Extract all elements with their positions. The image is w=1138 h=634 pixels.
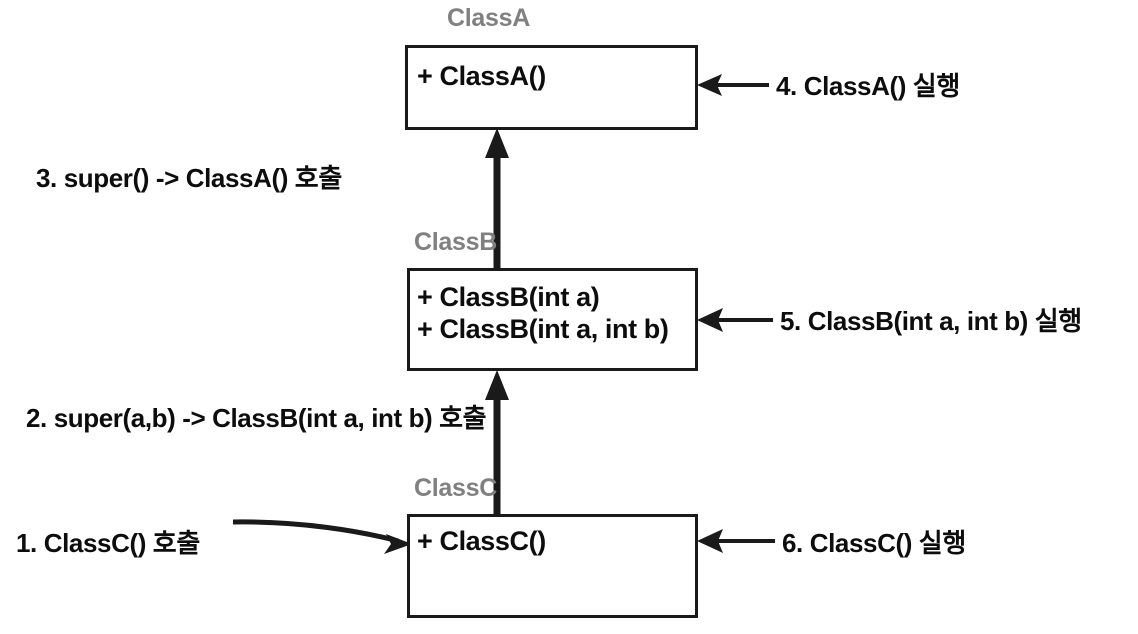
class-title-classa: ClassA — [447, 4, 530, 32]
class-box-classa[interactable] — [405, 45, 698, 130]
class-member-classb-1: + ClassB(int a, int b) — [417, 314, 669, 344]
annotation-label-1: 1. ClassC() 호출 — [16, 528, 200, 558]
annotation-arrow-4 — [697, 74, 769, 96]
class-title-classc: ClassC — [414, 474, 497, 502]
annotation-label-6: 6. ClassC() 실행 — [782, 528, 966, 558]
annotation-label-2: 2. super(a,b) -> ClassB(int a, int b) 호출 — [26, 403, 487, 433]
class-box-classc[interactable] — [407, 514, 698, 618]
annotation-label-4: 4. ClassA() 실행 — [776, 71, 960, 101]
class-member-classb-0: + ClassB(int a) — [417, 282, 600, 312]
class-title-classb: ClassB — [414, 228, 497, 256]
annotation-label-3: 3. super() -> ClassA() 호출 — [36, 163, 342, 193]
annotation-arrow-6 — [697, 529, 775, 553]
class-box-classb[interactable] — [407, 268, 698, 371]
annotation-arrow-1 — [232, 519, 412, 554]
class-member-classc-0: + ClassC() — [417, 526, 546, 556]
class-member-classa-0: + ClassA() — [417, 61, 546, 91]
annotation-label-5: 5. ClassB(int a, int b) 실행 — [780, 306, 1082, 336]
annotation-arrow-5 — [697, 308, 773, 332]
